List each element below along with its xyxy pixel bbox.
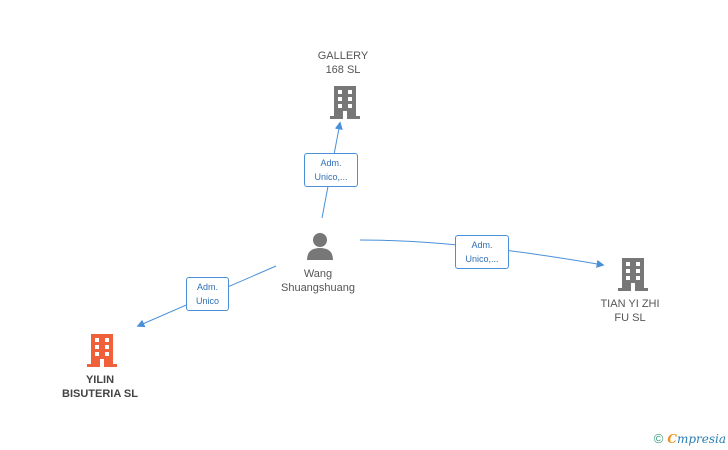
node-yilin-label[interactable]: YILIN BISUTERIA SL: [62, 373, 138, 401]
node-tian-label[interactable]: TIAN YI ZHI FU SL: [600, 297, 659, 325]
edge-tian-line2: Unico,...: [465, 254, 499, 264]
node-person-line2: Shuangshuang: [280, 282, 356, 294]
empresia-logo: Cmpresia: [667, 432, 726, 446]
node-tian-line2: FU SL: [614, 312, 646, 324]
edge-tian-line1: Adm.: [471, 240, 493, 250]
brand-rest: mpresia: [676, 431, 726, 446]
edge-yilin-line2: Unico: [195, 296, 219, 306]
person-icon[interactable]: [306, 232, 334, 260]
node-gallery-label[interactable]: GALLERY 168 SL: [318, 49, 369, 77]
node-yilin-line2: BISUTERIA SL: [62, 388, 138, 400]
node-person-line1: Wang: [303, 268, 333, 280]
edge-label-tian[interactable]: Adm. Unico,...: [455, 235, 509, 269]
node-yilin-line1: YILIN: [85, 374, 115, 386]
building-icon[interactable]: [330, 86, 360, 119]
edge-yilin-line1: Adm.: [196, 282, 218, 292]
edge-label-yilin[interactable]: Adm. Unico: [186, 277, 229, 311]
node-tian-line1: TIAN YI ZHI: [600, 298, 660, 310]
copyright-icon: ©: [653, 431, 664, 446]
edge-gallery-line1: Adm.: [320, 158, 342, 168]
edge-label-gallery[interactable]: Adm. Unico,...: [304, 153, 358, 187]
building-icon[interactable]: [87, 334, 117, 367]
empresia-watermark: © Cmpresia: [654, 431, 726, 446]
node-gallery-line1: GALLERY: [317, 50, 369, 62]
node-gallery-line2: 168 SL: [325, 64, 361, 76]
brand-initial: C: [667, 431, 677, 446]
edge-gallery-line2: Unico,...: [314, 172, 348, 182]
building-icon[interactable]: [618, 258, 648, 291]
node-person-label[interactable]: Wang Shuangshuang: [281, 267, 355, 295]
